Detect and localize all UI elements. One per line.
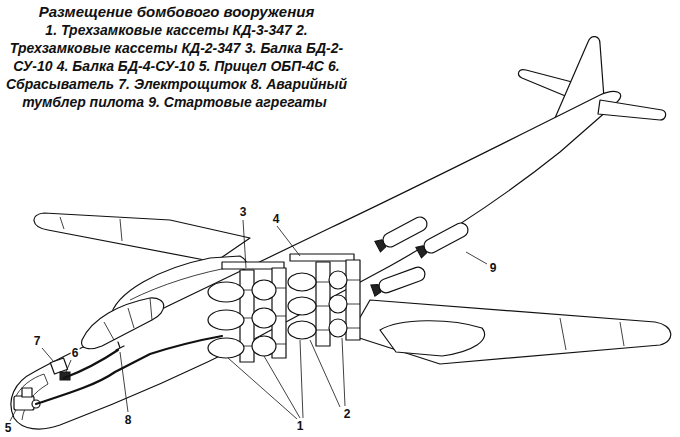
right-wing: [350, 300, 671, 364]
engine-nacelle: [380, 321, 485, 356]
rocket-body: [381, 215, 430, 250]
bomb-sight: [14, 388, 40, 410]
bomb: [252, 280, 276, 300]
callout-number: 7: [33, 335, 42, 348]
bomb: [288, 297, 316, 315]
canopy-frame: [104, 298, 152, 340]
part-list-item: 4. Балка БД-4-СУ-10: [57, 58, 195, 74]
sight-body: [14, 396, 34, 410]
bomb: [208, 338, 244, 358]
diagram-title: Размещение бомбового вооружения: [4, 3, 349, 21]
wiring: [36, 336, 222, 404]
part-list-item: 5. Прицел ОБП-4С: [199, 58, 324, 74]
leader-line: [310, 338, 345, 407]
leader-line: [10, 410, 16, 421]
bomb: [252, 308, 276, 328]
callout-number: 1: [296, 420, 305, 433]
callout-number: 2: [343, 408, 352, 421]
leader-line: [466, 252, 487, 264]
bomb: [329, 319, 347, 337]
cockpit-canopy: [82, 298, 164, 349]
sight-head: [22, 388, 32, 397]
fuselage: [11, 92, 621, 430]
wing-line: [60, 217, 122, 241]
part-list-item: 9. Стартовые агрегаты: [148, 94, 326, 110]
bomb: [208, 310, 244, 330]
bomb: [329, 295, 347, 313]
rocket-body: [422, 221, 471, 256]
horizontal-stabilizer: [598, 100, 666, 120]
title-block: Размещение бомбового вооружения1. Трехза…: [4, 3, 349, 111]
callout-number: 9: [489, 262, 498, 275]
callout-number: 3: [239, 206, 248, 219]
leader-line: [243, 220, 246, 268]
rocket-unit: [415, 221, 470, 259]
bomb: [252, 336, 276, 356]
left-wing: [34, 213, 250, 262]
bomb: [329, 271, 347, 289]
callout-number: 6: [71, 347, 80, 360]
leader-line: [120, 352, 128, 412]
bomb: [288, 273, 316, 291]
rocket-body: [377, 265, 427, 295]
wing-line: [560, 318, 624, 350]
bomb-cassette-group: [288, 260, 360, 346]
leader-line: [277, 226, 300, 256]
callout-number: 5: [4, 422, 13, 435]
part-list-item: 7. Электрощиток: [118, 76, 246, 92]
callout-number: 4: [272, 213, 281, 226]
parts-list: 1. Трехзамковые кассеты КД-3-3472. Трехз…: [4, 21, 349, 111]
leader-line: [228, 340, 303, 419]
bomb: [288, 321, 316, 339]
bomb: [208, 282, 244, 302]
leader-line: [66, 360, 71, 372]
bomb-cassette-group: [208, 268, 286, 362]
rocket-nozzle: [371, 283, 382, 297]
rocket-nozzle: [416, 244, 428, 258]
pilot-toggle: [116, 342, 124, 350]
leader-line: [42, 348, 54, 362]
part-list-item: 1. Трехзамковые кассеты КД-3-347: [45, 22, 291, 38]
cassette-frame: [316, 262, 330, 346]
callout-number: 8: [124, 414, 133, 427]
rocket-unit: [370, 265, 426, 297]
rocket-nozzle: [375, 238, 387, 252]
nose-glazing: [14, 374, 48, 420]
